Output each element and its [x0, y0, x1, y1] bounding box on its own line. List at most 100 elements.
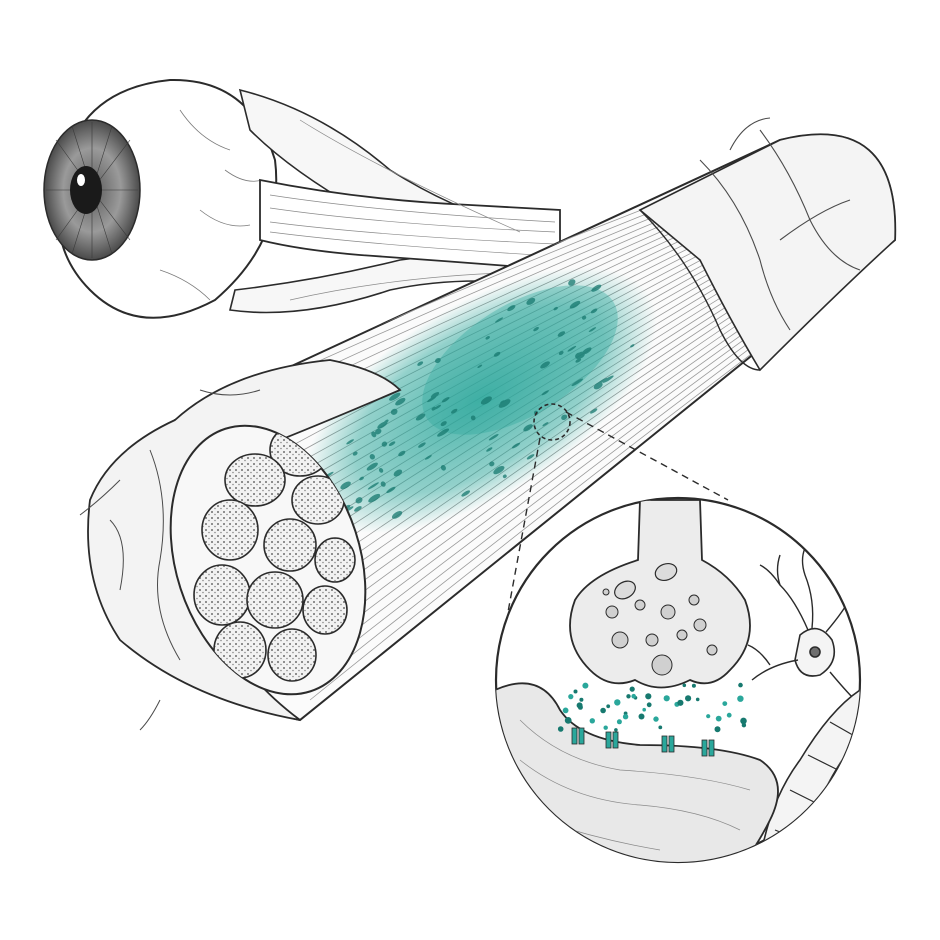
lesion-fleck [386, 486, 396, 494]
lesion-fleck [346, 439, 354, 445]
lesion-fleck [380, 481, 386, 487]
neurotransmitter [614, 728, 618, 732]
lesion-fleck [369, 454, 375, 460]
lesion-fleck [568, 279, 576, 286]
lesion-fleck [557, 331, 566, 337]
lesion-fleck [493, 351, 501, 357]
lesion-fleck [489, 461, 495, 467]
neurotransmitter [576, 702, 583, 709]
lesion-fleck [354, 506, 362, 512]
neurotransmitter [638, 713, 645, 720]
synaptic-vesicles [602, 588, 718, 676]
lesion-fleck [480, 396, 492, 405]
neurotransmitter [600, 707, 606, 714]
lesion-fleck [340, 481, 351, 490]
lesion-fleck [355, 497, 363, 504]
lesion-fleck [367, 482, 379, 490]
neurotransmitter [557, 726, 564, 732]
lesion-fleck [352, 451, 358, 456]
neurotransmitter [714, 726, 721, 733]
lesion-fleck [431, 406, 437, 411]
eye-highlight [77, 174, 85, 186]
lesion-fleck [435, 357, 441, 364]
lesion-fleck [630, 344, 635, 348]
neurotransmitter [682, 683, 687, 688]
neurotransmitter [663, 695, 670, 702]
fascicle [314, 537, 356, 583]
neurotransmitter [568, 694, 574, 700]
lesion-fleck [567, 345, 577, 352]
fascicle [201, 499, 259, 561]
fascicle [224, 453, 286, 507]
nerve-sheath [638, 117, 896, 372]
pupil [70, 166, 102, 214]
vesicle [693, 618, 707, 632]
neurotransmitter [706, 714, 711, 719]
lesion-fleck [500, 400, 505, 404]
neurotransmitter [562, 707, 569, 714]
lesion-fleck [398, 450, 406, 457]
neurotransmitter [642, 707, 646, 712]
neurotransmitter [653, 716, 659, 722]
fascicle [263, 518, 317, 572]
lesion-fleck [417, 361, 424, 366]
fascicle [246, 571, 304, 629]
neurotransmitter [715, 715, 722, 722]
neurotransmitters [557, 682, 747, 733]
lesion-fleck [553, 306, 558, 311]
vesicle [660, 604, 676, 620]
neurotransmitter [631, 693, 636, 699]
lesion-fleck [591, 284, 602, 292]
neurotransmitter [645, 693, 652, 700]
lesion-fleck [561, 414, 568, 421]
lesion-fleck [488, 433, 499, 441]
lesion-fleck [440, 421, 447, 427]
vesicle [602, 588, 610, 596]
receptors [571, 727, 715, 757]
vesicle [605, 605, 619, 619]
lesion-fleck [590, 408, 598, 414]
lesion-fleck [590, 308, 598, 314]
lesion-fleck [470, 415, 476, 421]
lesion-fleck [582, 347, 592, 355]
lesion-fleck [486, 447, 493, 452]
neurotransmitter [691, 683, 696, 688]
lesion-fleck [389, 392, 401, 401]
lesion-fleck [388, 441, 396, 447]
lesion-fleck [418, 442, 426, 448]
lesion-fleck [366, 462, 378, 471]
neurotransmitter [589, 718, 595, 724]
zoom-marker [507, 403, 729, 613]
neurotransmitter [626, 694, 631, 699]
vesicle [634, 599, 646, 611]
lesion-fleck [575, 358, 582, 363]
lesion-fleck [571, 378, 584, 387]
lesion-fleck [569, 300, 581, 309]
lesion-fleck [502, 474, 507, 479]
neurotransmitter [582, 682, 589, 689]
lesion-fleck [507, 305, 516, 312]
lesion-fleck [533, 326, 539, 332]
lesion-fleck [451, 408, 458, 414]
neurotransmitter [695, 697, 700, 702]
lesion-fleck [390, 408, 398, 415]
fascicle [267, 628, 317, 682]
lesion-fleck [575, 352, 583, 360]
neurotransmitter [579, 697, 584, 702]
neurotransmitter [646, 702, 652, 708]
receptor [571, 727, 585, 745]
lesion-fleck [441, 396, 450, 403]
neurotransmitter [722, 701, 728, 706]
lesion-fleck [377, 421, 388, 429]
lesion-fleck [588, 327, 597, 333]
receptor [701, 739, 715, 757]
lesion-fleck [384, 419, 389, 423]
lesion-fleck [558, 351, 564, 355]
lesion-fleck [427, 396, 437, 403]
lesion-fleck [371, 431, 377, 438]
neuron [747, 547, 856, 701]
receptor [661, 735, 675, 753]
lesion-fleck [498, 399, 511, 408]
